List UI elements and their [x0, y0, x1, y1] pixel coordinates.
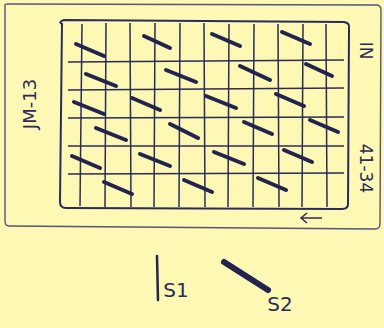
outer-frame [5, 4, 381, 229]
grid-lines [68, 23, 344, 207]
side-label: 41-34 [358, 143, 375, 192]
side-label: IN [357, 41, 374, 59]
legend-label: S2 [267, 294, 292, 314]
legend-label: S1 [163, 280, 188, 300]
side-label: JM-13 [21, 79, 39, 129]
inner-panel [60, 20, 349, 209]
hatch-strokes [72, 32, 338, 194]
direction-arrow [301, 213, 322, 223]
